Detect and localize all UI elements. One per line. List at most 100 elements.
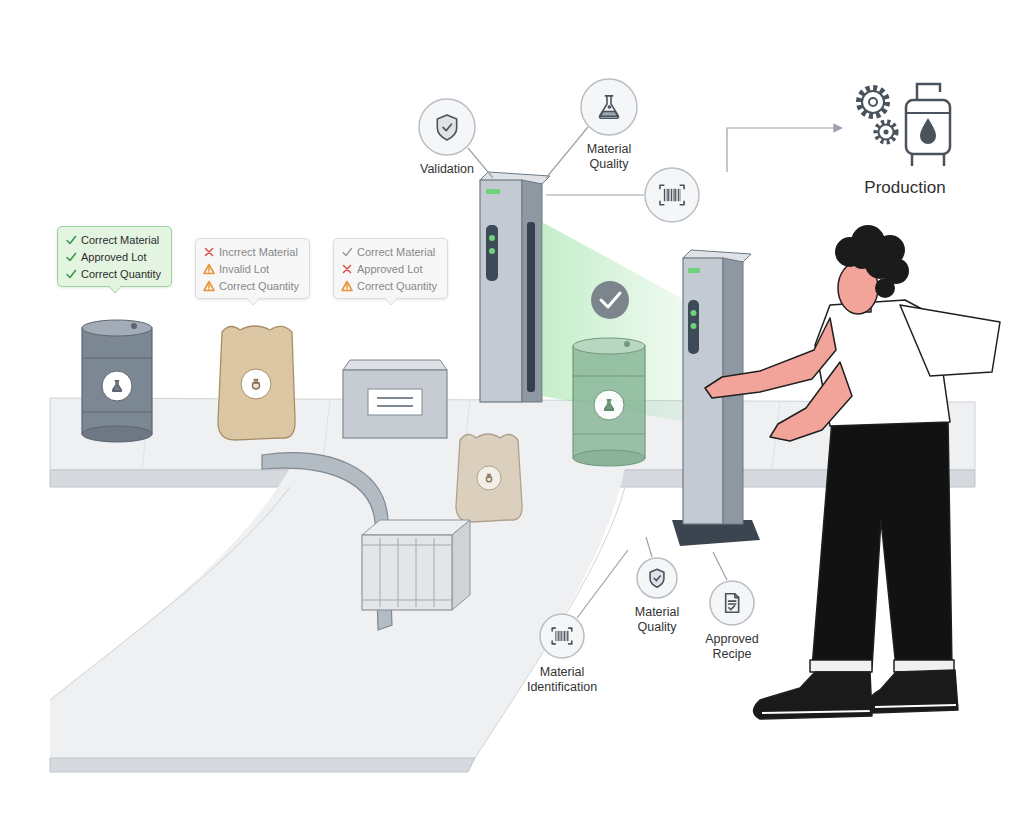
tower-side	[522, 180, 542, 402]
callout-row: Correct Material	[65, 231, 163, 248]
icon-circle-svg	[539, 613, 585, 659]
barcode-bar	[560, 631, 576, 641]
pointer-fill	[384, 297, 398, 305]
status-mark-path	[342, 281, 352, 290]
shield-stroke	[654, 576, 660, 581]
icon-circle-svg	[636, 557, 678, 599]
status-callout: Correct MaterialApproved LotCorrect Quan…	[333, 238, 448, 299]
pointer-edge	[384, 298, 398, 306]
callout-row: Incrrect Material	[203, 243, 301, 260]
barcode-icon	[660, 185, 684, 204]
branch-side	[50, 487, 290, 700]
icon-circle	[710, 581, 754, 625]
icon-label: Approved Recipe	[696, 632, 768, 663]
scanned-barrel	[573, 338, 645, 466]
status-mark	[65, 268, 77, 280]
doc-icon	[726, 594, 739, 612]
callout-pointer	[108, 285, 122, 294]
crate-slats	[380, 538, 381, 607]
flask-stroke	[605, 400, 614, 410]
branch-side	[475, 487, 625, 758]
icon-node: Material Quality	[574, 78, 644, 173]
barcode-stroke	[660, 185, 684, 204]
barcode-bar	[663, 189, 683, 201]
branch-edge	[50, 758, 475, 772]
barrel-bottom	[82, 426, 152, 442]
trouser-cuff	[810, 660, 872, 672]
panel-led	[489, 248, 495, 254]
callout-text: Invalid Lot	[219, 263, 269, 275]
callout-row: Invalid Lot	[203, 260, 301, 277]
approval-check	[601, 293, 620, 307]
gear-teeth	[859, 88, 887, 116]
tower-panel	[688, 300, 699, 354]
icon-label: Material Identification	[516, 665, 608, 696]
panel-line	[377, 397, 413, 399]
shield-stroke	[650, 569, 664, 587]
leader-line	[713, 552, 727, 580]
arm	[770, 362, 852, 441]
shoe	[868, 670, 958, 713]
shield-stroke	[443, 124, 451, 130]
shirt-sleeve	[900, 305, 1000, 376]
tank-leg	[943, 154, 946, 166]
sack-body	[456, 434, 522, 522]
barrel-cap	[131, 323, 137, 329]
tank-pipe	[917, 84, 940, 100]
barcode-bar	[552, 631, 568, 641]
crate-slats	[362, 545, 452, 546]
flask-stroke	[600, 96, 619, 118]
arm	[705, 318, 836, 398]
crate-slats	[398, 538, 399, 607]
barcode-bar	[559, 631, 576, 641]
panel-led	[691, 323, 697, 329]
status-mark	[341, 263, 353, 275]
callout-text: Correct Material	[81, 234, 159, 246]
status-mark-path	[204, 264, 214, 273]
barcode-bar	[664, 189, 665, 201]
gear-hub	[869, 98, 877, 106]
callout-text: Correct Quantity	[81, 268, 161, 280]
barcode-bar	[674, 189, 676, 201]
callout-text: Correct Material	[357, 246, 435, 258]
panel-led	[691, 310, 697, 316]
barcode-bar	[553, 631, 570, 641]
tower-front	[480, 180, 522, 402]
leader-line	[577, 550, 628, 618]
flask-stroke	[608, 106, 610, 108]
tank-body	[906, 100, 950, 154]
status-mark-path	[67, 253, 76, 260]
status-mark	[341, 280, 353, 292]
barrel-label	[594, 390, 624, 420]
icon-node: Validation	[402, 98, 492, 177]
flow-arrow	[727, 128, 842, 172]
scan-beam	[542, 222, 685, 422]
callout-text: Incrrect Material	[219, 246, 298, 258]
crate-slats	[434, 538, 435, 607]
crate-top	[362, 520, 470, 535]
barcode-bar	[555, 631, 571, 641]
barrel-body	[573, 346, 645, 458]
bag-icon	[253, 380, 260, 389]
left-barrel	[82, 320, 152, 442]
tower-panel	[486, 225, 498, 281]
gear-hub	[884, 130, 889, 135]
barrel-cap	[624, 341, 630, 347]
flask-stroke	[113, 381, 122, 391]
left-sack	[218, 326, 295, 440]
barcode-bar	[656, 189, 676, 201]
metal-crate	[343, 360, 447, 438]
status-light	[688, 268, 700, 273]
rejected-sack	[456, 434, 522, 522]
barrel-ring	[82, 358, 152, 359]
tank-leg	[911, 154, 914, 166]
production-label: Production	[864, 178, 945, 198]
status-mark	[203, 246, 215, 258]
tank-drop	[920, 118, 936, 144]
flask-icon	[113, 381, 122, 391]
crate-slats	[362, 538, 452, 607]
flask-stroke	[116, 385, 119, 388]
pointer-edge	[246, 298, 260, 306]
